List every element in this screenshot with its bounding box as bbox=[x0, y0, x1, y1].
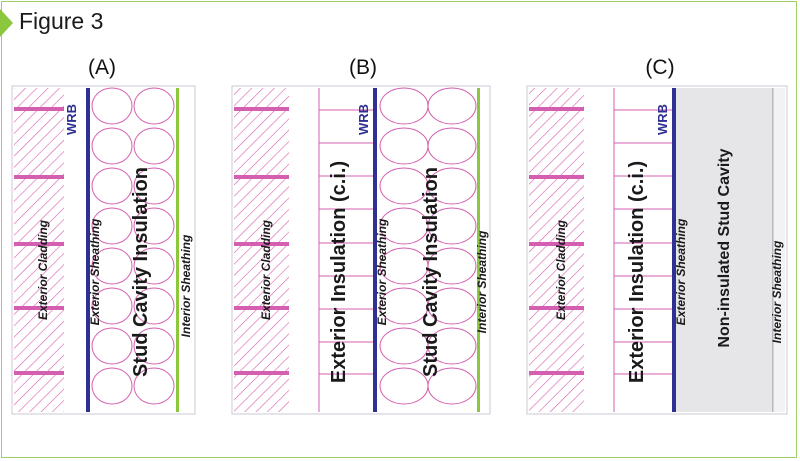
panel-a-wrb-layer bbox=[86, 88, 90, 412]
panel-c-ci-label: Exterior Insulation (c.i.) bbox=[626, 161, 648, 383]
panel-c: Exterior Cladding Exterior Insulation (c… bbox=[526, 85, 788, 415]
panel-a-cladding-label: Exterior Cladding bbox=[36, 219, 50, 320]
panel-c-ci-pins bbox=[613, 88, 672, 412]
panel-label-c: (C) bbox=[645, 56, 675, 79]
panel-a-cavity-label: Stud Cavity Insulation bbox=[130, 167, 152, 377]
panel-a-batt-insulation bbox=[91, 87, 175, 405]
panel-a-interior-sheathing-layer bbox=[176, 88, 179, 412]
panel-a-air-gap bbox=[64, 88, 86, 412]
panel-b-fasteners bbox=[234, 107, 289, 375]
panel-c-cladding bbox=[529, 88, 584, 412]
panel-c-ci-layer bbox=[614, 88, 672, 412]
panel-b-batt-insulation bbox=[379, 87, 477, 405]
panel-c-interior-sheathing-edge bbox=[772, 88, 774, 412]
panel-label-a: (A) bbox=[88, 56, 116, 79]
panel-b-ext-sheathing-label: Exterior Sheathing bbox=[375, 218, 389, 325]
panel-c-fasteners bbox=[529, 107, 584, 375]
panel-b-ci-pins bbox=[318, 88, 373, 412]
panel-c-cavity bbox=[676, 88, 772, 412]
panel-a-cavity bbox=[90, 88, 176, 412]
panel-label-b: (B) bbox=[349, 56, 377, 79]
panel-b-cladding bbox=[234, 88, 289, 412]
panel-a: Exterior Cladding WRB Exterior Sheathing… bbox=[11, 85, 196, 415]
panel-a-int-sheathing-label: Interior Sheathing bbox=[179, 234, 193, 337]
panel-c-air-gap bbox=[584, 88, 614, 412]
panel-c-wrb-label: WRB bbox=[655, 104, 670, 135]
panel-b-ci-layer bbox=[319, 88, 373, 412]
panel-c-int-sheathing-label: Interior Sheathing bbox=[770, 240, 784, 343]
panel-b-wrb-layer bbox=[373, 88, 377, 412]
panel-c-wrb-layer bbox=[672, 88, 676, 412]
panel-c-cavity-label: Non-insulated Stud Cavity bbox=[716, 148, 733, 347]
panel-b-interior-sheathing-layer bbox=[477, 88, 480, 412]
panel-c-cladding-label: Exterior Cladding bbox=[554, 219, 568, 320]
panel-a-fasteners bbox=[14, 107, 64, 375]
panel-a-cladding bbox=[14, 88, 64, 412]
panel-c-interior-sheathing-layer bbox=[772, 88, 785, 412]
panel-b-cladding-label: Exterior Cladding bbox=[259, 219, 273, 320]
panel-b-ci-label: Exterior Insulation (c.i.) bbox=[328, 161, 350, 383]
panel-b-cavity-label: Stud Cavity Insulation bbox=[420, 167, 442, 377]
panel-c-ext-sheathing-label: Exterior Sheathing bbox=[674, 218, 688, 325]
figure-arrow-icon bbox=[0, 9, 13, 37]
figure-title: Figure 3 bbox=[19, 8, 104, 34]
panel-a-ext-sheathing-label: Exterior Sheathing bbox=[88, 218, 102, 325]
panel-b: Exterior Cladding Exterior Insulation (c… bbox=[231, 85, 491, 415]
panel-b-air-gap bbox=[289, 88, 319, 412]
panel-b-int-sheathing-label: Interior Sheathing bbox=[475, 230, 489, 333]
panel-a-wrb-label: WRB bbox=[64, 104, 79, 135]
panel-b-wrb-label: WRB bbox=[356, 104, 371, 135]
